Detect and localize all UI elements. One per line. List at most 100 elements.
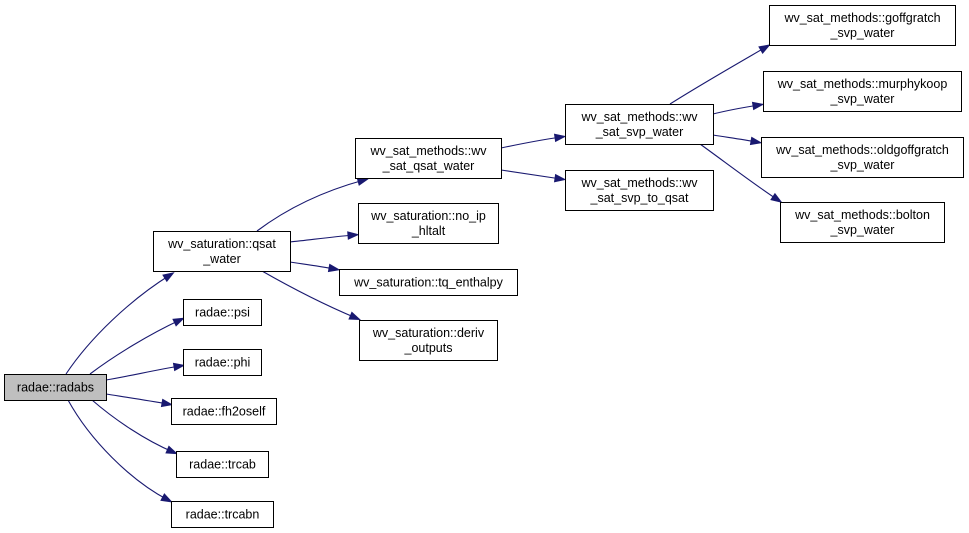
node-oldgoffgratch[interactable]: wv_sat_methods::oldgoffgratch_svp_water [761,137,964,178]
arrowhead [758,44,771,54]
edge-radabs-to-phi [105,362,186,381]
node-label-line: radae::psi [195,306,250,320]
node-label-line: _sat_svp_water [595,125,684,139]
node-label-line: wv_sat_methods::murphykoop [777,77,948,91]
arrowhead [172,362,186,372]
edge-radabs-to-qsat_water [65,272,175,375]
edge-line [699,143,779,201]
node-box [565,104,714,145]
arrowhead [553,173,567,183]
node-box [4,374,107,401]
node-box [183,299,262,326]
node-wv_sat_svp_to_qsat[interactable]: wv_sat_methods::wv_sat_svp_to_qsat [565,170,714,211]
edges-layer [65,44,783,503]
node-box [780,202,945,243]
node-label-line: radae::fh2oself [183,405,266,419]
arrowhead [770,192,783,203]
node-label-line: _svp_water [830,223,895,237]
edge-wv_sat_svp_water-to-bolton [699,143,783,203]
node-label-line: _water [202,252,241,266]
node-label-line: _sat_svp_to_qsat [590,191,690,205]
arrowhead [327,263,341,273]
nodes-layer: radae::radabs wv_saturation::qsat_waterra… [4,5,964,528]
edge-wv_sat_svp_water-to-oldgoffgratch [712,134,763,146]
edge-line [67,399,169,501]
node-label-line: radae::trcab [189,458,256,472]
node-label-line: wv_sat_methods::bolton [794,208,930,222]
edge-line [105,365,181,381]
edge-qsat_water-to-tq_enthalpy [289,261,341,273]
node-murphykoop[interactable]: wv_sat_methods::murphykoop_svp_water [763,71,962,112]
arrowhead [347,231,360,240]
node-label-line: _svp_water [830,92,895,106]
node-box [763,71,962,112]
edge-line [712,134,758,143]
node-tq_enthalpy[interactable]: wv_saturation::tq_enthalpy [339,269,518,296]
node-label-line: _hltalt [411,224,446,238]
node-label-line: radae::radabs [17,381,94,395]
node-label-line: wv_sat_methods::wv [580,110,698,124]
node-deriv_outputs[interactable]: wv_saturation::deriv_outputs [359,320,498,361]
node-bolton[interactable]: wv_sat_methods::bolton_svp_water [780,202,945,243]
node-box [359,320,498,361]
node-radabs[interactable]: radae::radabs [4,374,107,401]
node-label-line: _sat_qsat_water [382,159,475,173]
arrowhead [553,133,567,143]
node-wv_sat_svp_water[interactable]: wv_sat_methods::wv_sat_svp_water [565,104,714,145]
edge-line [669,46,767,105]
node-box [171,501,274,528]
edge-qsat_water-to-wv_sat_qsat_water [256,177,370,232]
node-qsat_water[interactable]: wv_saturation::qsat_water [153,231,291,272]
node-box [176,451,269,478]
node-label-line: wv_sat_methods::oldgoffgratch [775,143,949,157]
node-psi[interactable]: radae::psi [183,299,262,326]
node-box [769,5,956,46]
edge-radabs-to-psi [89,317,185,375]
arrowhead [162,272,175,283]
node-label-line: wv_sat_methods::wv [369,144,487,158]
edge-qsat_water-to-deriv_outputs [261,270,362,321]
node-box [565,170,714,211]
node-no_ip_hltalt[interactable]: wv_saturation::no_ip_hltalt [358,203,499,244]
arrowhead [751,101,765,111]
node-label-line: _svp_water [830,158,895,172]
arrowhead [356,177,370,186]
node-box [339,269,518,296]
node-goffgratch[interactable]: wv_sat_methods::goffgratch_svp_water [769,5,956,46]
edge-line [289,234,355,243]
edge-radabs-to-trcab [91,399,179,455]
node-label-line: wv_saturation::tq_enthalpy [353,276,503,290]
edge-line [500,169,562,180]
edge-line [256,179,365,232]
edge-line [65,274,171,375]
node-label-line: wv_sat_methods::goffgratch [783,11,940,25]
node-fh2oself[interactable]: radae::fh2oself [171,398,277,425]
arrowhead [749,136,763,146]
node-phi[interactable]: radae::phi [183,349,262,376]
arrowhead [172,317,185,327]
node-trcab[interactable]: radae::trcab [176,451,269,478]
node-box [761,137,964,178]
edge-wv_sat_svp_water-to-goffgratch [669,44,771,105]
edge-wv_sat_qsat_water-to-wv_sat_svp_to_qsat [500,169,567,183]
edge-line [712,104,760,115]
node-label-line: wv_saturation::qsat [167,237,276,251]
node-label-line: radae::trcabn [186,508,260,522]
node-box [171,398,277,425]
node-box [183,349,262,376]
arrowhead [348,311,362,321]
node-box [153,231,291,272]
node-trcabn[interactable]: radae::trcabn [171,501,274,528]
node-label-line: _svp_water [830,26,895,40]
node-label-line: _outputs [404,341,453,355]
edge-radabs-to-fh2oself [105,393,174,408]
edge-wv_sat_svp_water-to-murphykoop [712,101,765,115]
node-wv_sat_qsat_water[interactable]: wv_sat_methods::wv_sat_qsat_water [355,138,502,179]
edge-line [105,393,169,405]
edge-line [289,261,336,270]
node-label-line: wv_saturation::deriv [372,326,485,340]
edge-radabs-to-trcabn [67,399,173,503]
arrowhead [165,445,179,455]
edge-line [261,270,357,319]
